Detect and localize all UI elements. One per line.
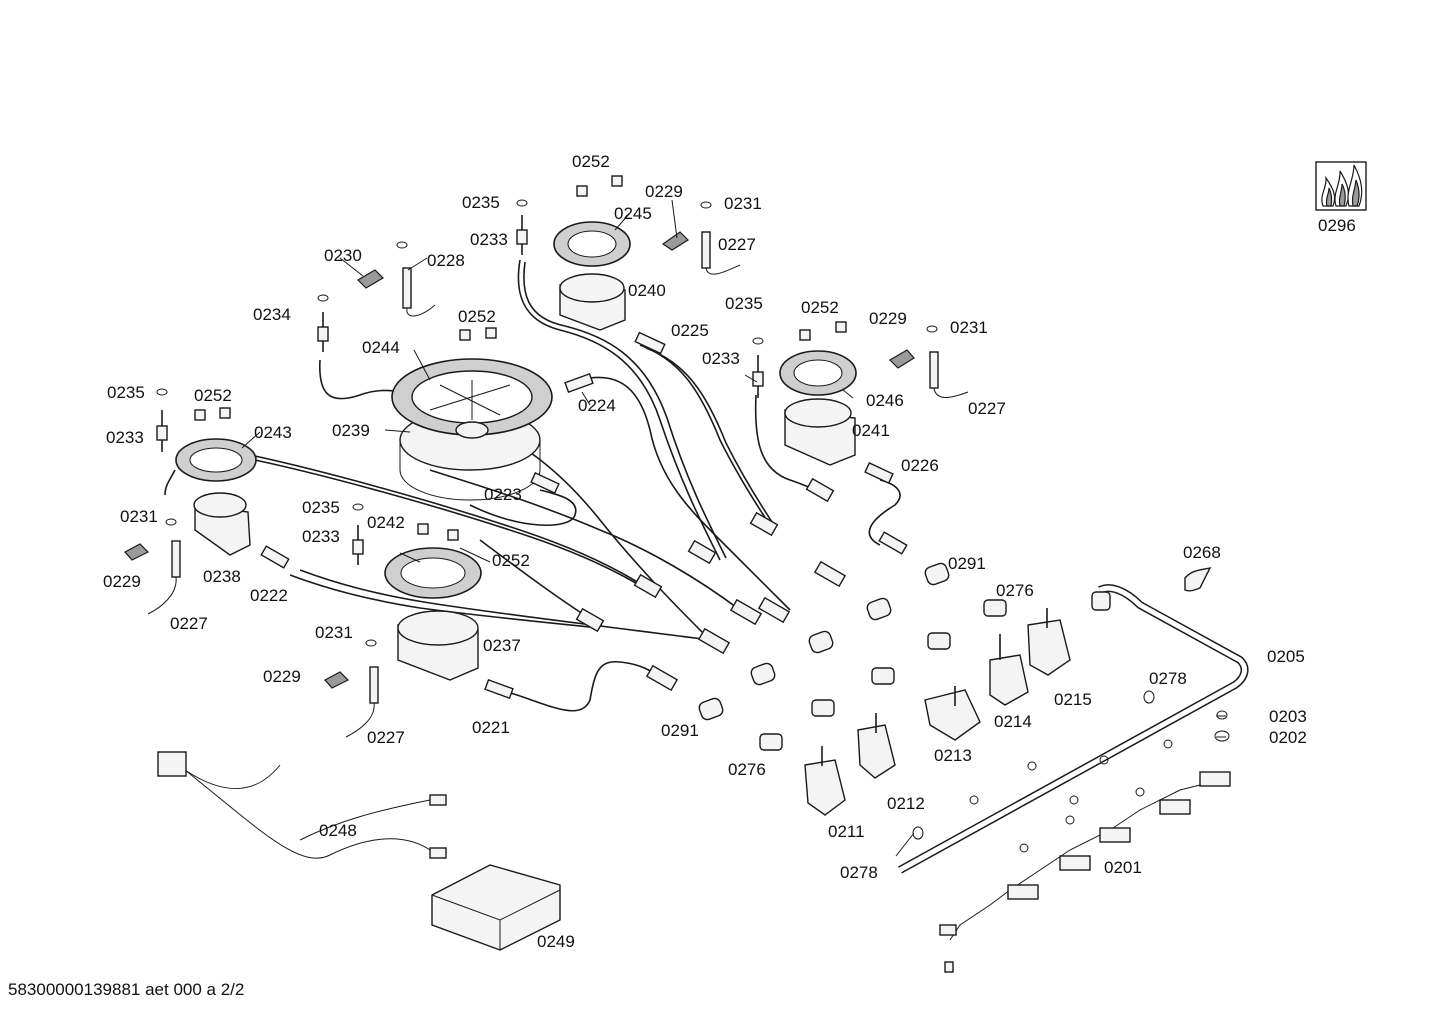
label-0252: 0252 bbox=[458, 307, 496, 326]
label-0276: 0276 bbox=[996, 581, 1034, 600]
label-0226: 0226 bbox=[901, 456, 939, 475]
label-0296: 0296 bbox=[1318, 216, 1356, 235]
label-0228: 0228 bbox=[427, 251, 465, 270]
label-0242: 0242 bbox=[367, 513, 405, 532]
label-0233: 0233 bbox=[106, 428, 144, 447]
label-0238: 0238 bbox=[203, 567, 241, 586]
gas-manifold bbox=[898, 567, 1249, 874]
label-0291: 0291 bbox=[661, 721, 699, 740]
ignition-harness bbox=[939, 771, 1231, 973]
document-id: 58300000139881 aet 000 a 2/2 bbox=[8, 980, 245, 999]
label-0229: 0229 bbox=[869, 309, 907, 328]
label-0248: 0248 bbox=[319, 821, 357, 840]
label-0227: 0227 bbox=[968, 399, 1006, 418]
label-0239: 0239 bbox=[332, 421, 370, 440]
label-0229: 0229 bbox=[103, 572, 141, 591]
label-0235: 0235 bbox=[462, 193, 500, 212]
label-0229: 0229 bbox=[263, 667, 301, 686]
label-0233: 0233 bbox=[702, 349, 740, 368]
large-burner bbox=[391, 358, 553, 501]
label-0231: 0231 bbox=[120, 507, 158, 526]
label-0205: 0205 bbox=[1267, 647, 1305, 666]
burner-bases bbox=[193, 273, 856, 681]
label-0276: 0276 bbox=[728, 760, 766, 779]
label-0227: 0227 bbox=[718, 235, 756, 254]
label-0243: 0243 bbox=[254, 423, 292, 442]
label-0241: 0241 bbox=[852, 421, 890, 440]
small-hardware bbox=[912, 690, 1230, 853]
label-0252: 0252 bbox=[801, 298, 839, 317]
burner-gaskets bbox=[175, 221, 857, 599]
label-0233: 0233 bbox=[302, 527, 340, 546]
label-0233: 0233 bbox=[470, 230, 508, 249]
label-0224: 0224 bbox=[578, 396, 616, 415]
label-0231: 0231 bbox=[724, 194, 762, 213]
thermocouple-probes bbox=[147, 215, 969, 738]
label-0252: 0252 bbox=[194, 386, 232, 405]
label-0249: 0249 bbox=[537, 932, 575, 951]
label-0213: 0213 bbox=[934, 746, 972, 765]
label-0227: 0227 bbox=[367, 728, 405, 747]
label-0211: 0211 bbox=[828, 822, 865, 841]
label-0231: 0231 bbox=[950, 318, 988, 337]
label-0212: 0212 bbox=[887, 794, 925, 813]
label-0203: 0203 bbox=[1269, 707, 1307, 726]
label-0201: 0201 bbox=[1104, 858, 1142, 877]
pipe-network bbox=[164, 259, 901, 712]
label-0245: 0245 bbox=[614, 204, 652, 223]
leader-lines bbox=[241, 199, 1226, 857]
label-0229: 0229 bbox=[645, 182, 683, 201]
screws-washers bbox=[156, 175, 938, 647]
label-0237: 0237 bbox=[483, 636, 521, 655]
label-0234: 0234 bbox=[253, 305, 291, 324]
label-0278: 0278 bbox=[1149, 669, 1187, 688]
spring-clips bbox=[124, 231, 915, 689]
flame-icon bbox=[1315, 161, 1367, 211]
label-0235: 0235 bbox=[725, 294, 763, 313]
label-0268: 0268 bbox=[1183, 543, 1221, 562]
gas-valves bbox=[759, 599, 1071, 816]
part-labels: 0252 0235 0229 0231 0245 0233 0227 0230 … bbox=[103, 152, 1356, 951]
label-0235: 0235 bbox=[107, 383, 145, 402]
label-0252: 0252 bbox=[492, 551, 530, 570]
sleeves bbox=[698, 562, 950, 721]
injector-fittings bbox=[260, 331, 908, 700]
label-0291: 0291 bbox=[948, 554, 986, 573]
label-0230: 0230 bbox=[324, 246, 362, 265]
label-0223: 0223 bbox=[484, 485, 522, 504]
label-0235: 0235 bbox=[302, 498, 340, 517]
label-0202: 0202 bbox=[1269, 728, 1307, 747]
label-0246: 0246 bbox=[866, 391, 904, 410]
label-0227: 0227 bbox=[170, 614, 208, 633]
label-0240: 0240 bbox=[628, 281, 666, 300]
label-0214: 0214 bbox=[994, 712, 1032, 731]
label-0225: 0225 bbox=[671, 321, 709, 340]
label-0244: 0244 bbox=[362, 338, 400, 357]
label-0222: 0222 bbox=[250, 586, 288, 605]
label-0215: 0215 bbox=[1054, 690, 1092, 709]
label-0221: 0221 bbox=[472, 718, 510, 737]
wire-harness bbox=[157, 751, 561, 951]
label-0231: 0231 bbox=[315, 623, 353, 642]
label-0278: 0278 bbox=[840, 863, 878, 882]
label-0252: 0252 bbox=[572, 152, 610, 171]
